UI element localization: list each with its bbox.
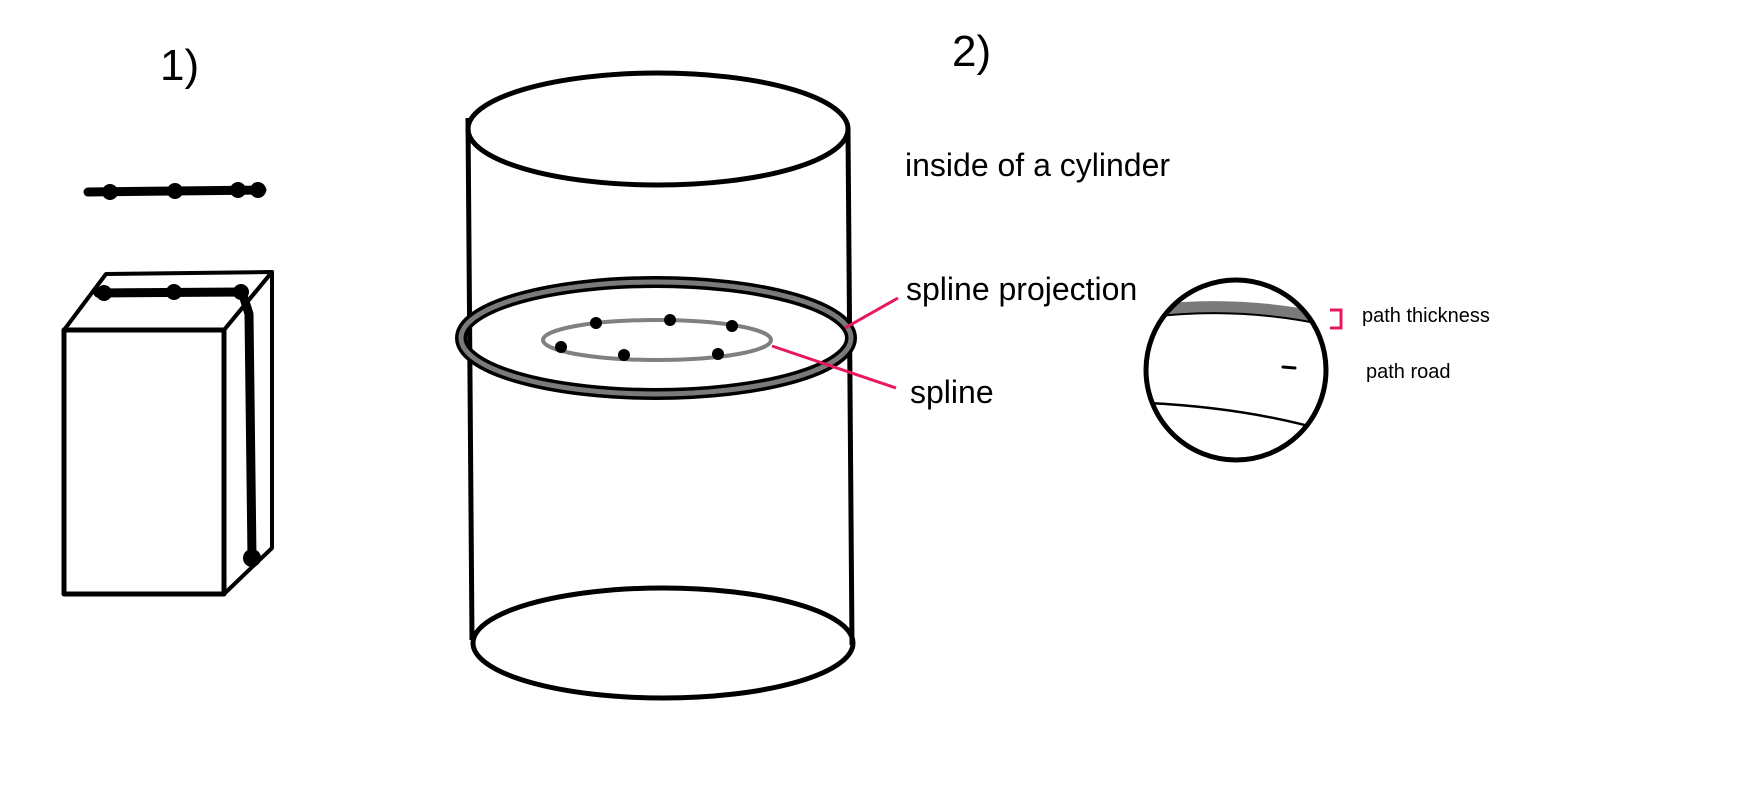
spline-projection-ring xyxy=(455,276,857,400)
spline-point xyxy=(712,348,724,360)
spline-point xyxy=(233,284,249,300)
spline-segment-top xyxy=(83,182,267,200)
spline-point xyxy=(166,284,182,300)
label-inside-cylinder: inside of a cylinder xyxy=(905,147,1170,183)
spline-point xyxy=(590,317,602,329)
label-path-road: path road xyxy=(1366,361,1451,383)
spline-loop xyxy=(541,314,773,362)
box-front-face xyxy=(61,327,227,597)
thickness-bracket xyxy=(1330,308,1343,330)
spline-point xyxy=(250,182,266,198)
spline-point xyxy=(726,320,738,332)
panel-1-label: 1) xyxy=(160,41,199,90)
pointer-line-projection xyxy=(844,296,899,330)
spline-point xyxy=(230,182,246,198)
spline-point xyxy=(167,183,183,199)
spline-point xyxy=(96,285,112,301)
spline-on-box xyxy=(93,284,261,567)
cylinder-left-side xyxy=(465,117,475,641)
label-path-thickness: path thickness xyxy=(1362,305,1490,327)
pointer-line-spline xyxy=(771,344,897,390)
spline-point xyxy=(618,349,630,361)
box-3d xyxy=(61,270,274,597)
cylinder xyxy=(465,70,856,701)
cylinder-top-ellipse xyxy=(465,70,851,188)
panel-2-label: 2) xyxy=(952,27,991,76)
spline-point xyxy=(243,549,261,567)
cylinder-right-side xyxy=(845,128,855,646)
zoom-detail xyxy=(1143,277,1329,463)
label-spline: spline xyxy=(910,374,994,410)
zoom-circle xyxy=(1143,277,1329,463)
path-road-mark xyxy=(1281,365,1297,370)
label-spline-projection: spline projection xyxy=(906,271,1137,307)
spline-point xyxy=(102,184,118,200)
spline-point xyxy=(555,341,567,353)
spline-point xyxy=(664,314,676,326)
cylinder-bottom-ellipse xyxy=(470,585,856,701)
